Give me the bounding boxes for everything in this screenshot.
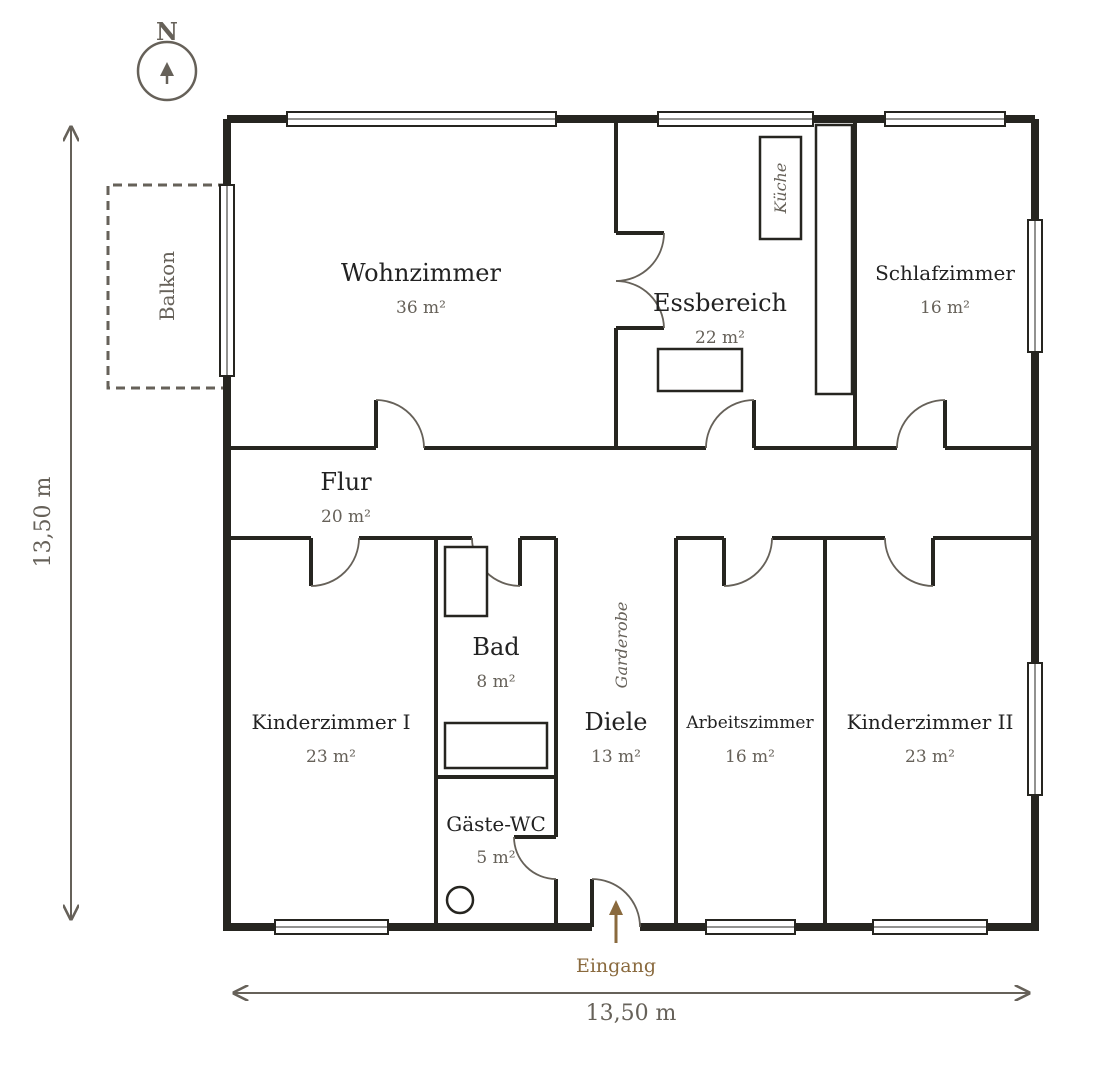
room-name-kueche: Küche bbox=[771, 163, 790, 215]
room-area-gaeste-wc: 5 m² bbox=[476, 848, 515, 868]
room-name-wohnzimmer: Wohnzimmer bbox=[341, 259, 501, 287]
door-arc-gaeste-wc bbox=[513, 836, 557, 880]
fixtures bbox=[443, 123, 854, 915]
bathtub bbox=[443, 721, 549, 770]
door-arc-kinderzimmer-1 bbox=[310, 537, 360, 587]
balcony-outline bbox=[106, 183, 227, 390]
room-name-gaeste-wc: Gäste-WC bbox=[446, 812, 546, 836]
compass-circle bbox=[136, 40, 198, 102]
dining-table bbox=[656, 347, 744, 393]
door-arc-kinderzimmer-2 bbox=[884, 537, 934, 587]
room-area-bad: 8 m² bbox=[476, 672, 515, 692]
door-arc-entrance bbox=[591, 878, 641, 928]
dimension-lines: 13,50 m 13,50 m bbox=[31, 127, 1029, 1026]
balcony-label: Balkon bbox=[155, 251, 179, 321]
room-name-diele: Diele bbox=[585, 708, 648, 736]
door-arc-arbeitszimmer bbox=[723, 537, 773, 587]
room-area-schlafzimmer: 16 m² bbox=[920, 298, 970, 318]
room-name-garderobe: Garderobe bbox=[612, 602, 631, 689]
room-area-essbereich: 22 m² bbox=[695, 328, 745, 348]
balcony: Balkon bbox=[106, 183, 227, 390]
north-label: N bbox=[156, 17, 178, 46]
door-arc-wohnzimmer bbox=[375, 399, 425, 449]
north-indicator: N bbox=[136, 17, 198, 102]
room-name-essbereich: Essbereich bbox=[653, 289, 787, 317]
door-swings bbox=[310, 232, 946, 928]
door-arc-wohn-ess-2 bbox=[615, 280, 665, 329]
room-name-flur: Flur bbox=[320, 468, 372, 496]
door-arc-essbereich bbox=[705, 399, 755, 449]
kitchen-tall-cabinet bbox=[814, 123, 854, 396]
room-name-kinderzimmer-2: Kinderzimmer II bbox=[847, 710, 1014, 734]
kitchen-counter bbox=[758, 135, 803, 241]
interior-walls bbox=[227, 119, 1035, 927]
room-labels: Wohnzimmer 36 m² Essbereich 22 m² Küche … bbox=[252, 163, 1016, 868]
north-arrow-icon bbox=[160, 62, 174, 76]
room-area-wohnzimmer: 36 m² bbox=[396, 298, 446, 318]
room-area-arbeitszimmer: 16 m² bbox=[725, 747, 775, 767]
room-name-arbeitszimmer: Arbeitszimmer bbox=[685, 713, 814, 733]
room-area-kinderzimmer-2: 23 m² bbox=[905, 747, 955, 767]
height-dimension-label: 13,50 m bbox=[31, 476, 56, 567]
room-area-diele: 13 m² bbox=[591, 747, 641, 767]
room-name-schlafzimmer: Schlafzimmer bbox=[875, 261, 1015, 285]
toilet bbox=[445, 885, 475, 915]
room-area-flur: 20 m² bbox=[321, 507, 371, 527]
room-area-kinderzimmer-1: 23 m² bbox=[306, 747, 356, 767]
room-name-bad: Bad bbox=[472, 633, 519, 661]
shower bbox=[443, 545, 489, 618]
door-arc-wohn-ess-1 bbox=[615, 232, 665, 282]
width-dimension-label: 13,50 m bbox=[586, 1001, 677, 1026]
door-arc-schlafzimmer bbox=[896, 399, 946, 449]
entrance-marker: Eingang bbox=[576, 900, 656, 977]
windows bbox=[219, 111, 1043, 935]
entrance-arrow-head bbox=[609, 900, 623, 915]
entrance-label: Eingang bbox=[576, 955, 656, 977]
room-name-kinderzimmer-1: Kinderzimmer I bbox=[252, 710, 411, 734]
